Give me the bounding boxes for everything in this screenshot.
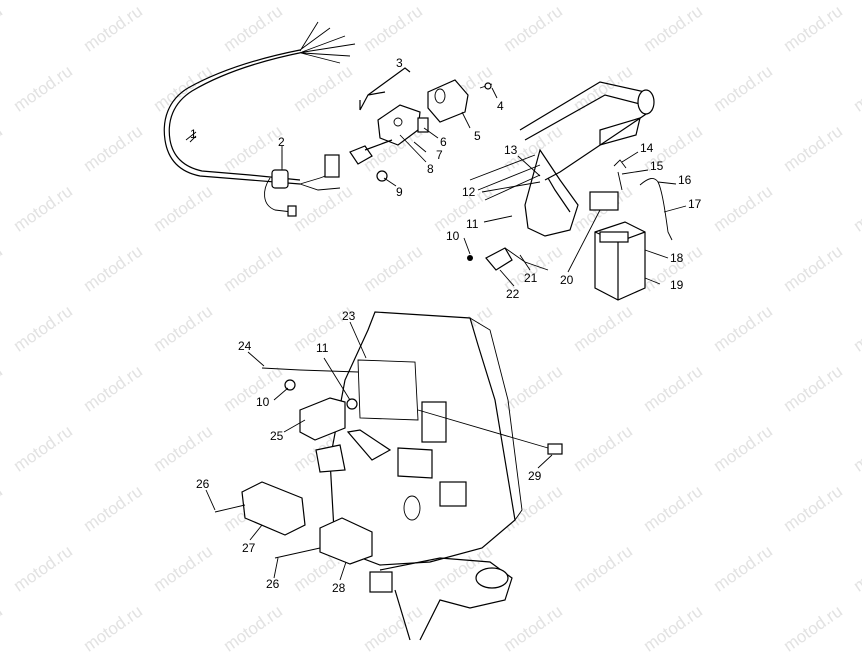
wiring-harness [163, 21, 356, 217]
callout-27: 27 [242, 541, 256, 555]
callout-25: 25 [270, 429, 284, 443]
callout-23: 23 [342, 309, 356, 323]
callout-28: 28 [332, 581, 346, 595]
callout-13: 13 [504, 143, 518, 157]
callout-6: 6 [440, 135, 447, 149]
callout-16: 16 [678, 173, 692, 187]
callout-3: 3 [396, 56, 403, 70]
callout-18: 18 [670, 251, 684, 265]
callout-9: 9 [396, 185, 403, 199]
callout-24: 24 [238, 339, 252, 353]
callout-14: 14 [640, 141, 654, 155]
callout-11: 11 [466, 217, 479, 231]
callout-26b: 26 [266, 577, 280, 591]
tail-light-assembly [349, 67, 493, 182]
callout-2: 2 [278, 135, 285, 149]
callout-8: 8 [427, 162, 434, 176]
callout-20: 20 [560, 273, 574, 287]
callout-22: 22 [506, 287, 520, 301]
callout-5: 5 [474, 129, 481, 143]
callout-10b: 10 [256, 395, 270, 409]
callout-4: 4 [497, 99, 504, 113]
callout-15: 15 [650, 159, 664, 173]
callout-7: 7 [436, 148, 443, 162]
callout-17: 17 [688, 197, 702, 211]
electrical-panel-assembly [214, 311, 563, 641]
callout-12: 12 [462, 185, 476, 199]
callout-labels: 1 2 3 4 5 6 7 8 9 10 11 12 13 14 15 16 1… [190, 56, 702, 595]
battery-frame-assembly [467, 81, 673, 301]
callout-1: 1 [190, 127, 197, 141]
leader-lines [189, 87, 687, 581]
callout-11b: 11 [316, 341, 329, 355]
callout-21: 21 [524, 271, 538, 285]
callout-10: 10 [446, 229, 460, 243]
callout-29: 29 [528, 469, 542, 483]
callout-19: 19 [670, 278, 684, 292]
callout-26: 26 [196, 477, 210, 491]
